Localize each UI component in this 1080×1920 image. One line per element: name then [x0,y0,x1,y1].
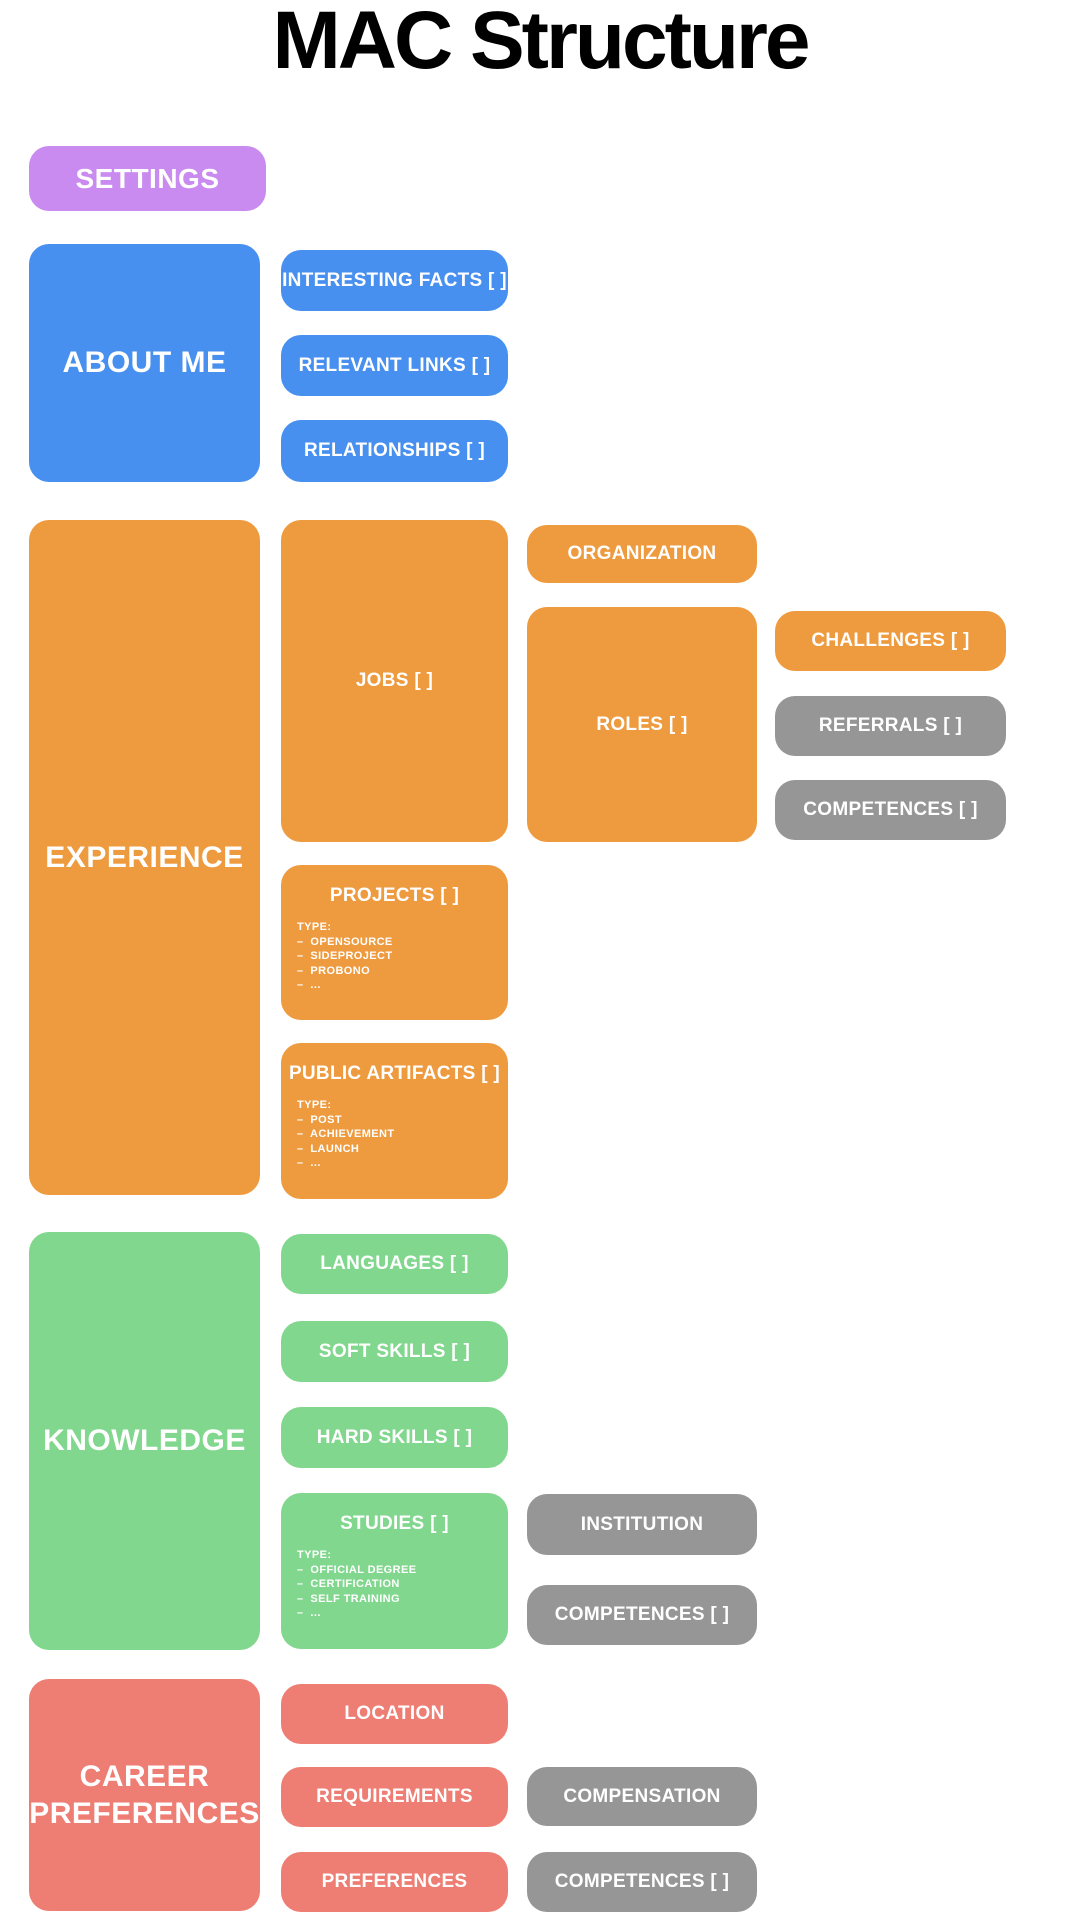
type-heading: TYPE: [297,921,332,933]
type-heading: TYPE: [297,1099,332,1111]
requirements-competences-block: COMPETENCES [ ] [527,1852,757,1912]
knowledge-block: KNOWLEDGE [29,1232,260,1650]
type-item: – CERTIFICATION [297,1578,400,1590]
type-item: – OFFICIAL DEGREE [297,1563,417,1576]
jobs-block: JOBS [ ] [281,520,508,842]
location-block: LOCATION [281,1684,508,1744]
compensation-block: COMPENSATION [527,1767,757,1826]
roles-competences-block: COMPETENCES [ ] [775,780,1006,840]
studies-competences-block: COMPETENCES [ ] [527,1585,757,1645]
studies-label: STUDIES [ ] [340,1513,449,1534]
type-item: – ACHIEVEMENT [297,1128,395,1140]
hard-skills-block: HARD SKILLS [ ] [281,1407,508,1468]
public-artifacts-block: PUBLIC ARTIFACTS [ ] TYPE: – POST – ACHI… [281,1043,508,1199]
type-item: – SELF TRAINING [297,1592,400,1605]
challenges-block: CHALLENGES [ ] [775,611,1006,671]
requirements-block: REQUIREMENTS [281,1767,508,1827]
type-item: – ... [297,979,321,991]
studies-block: STUDIES [ ] TYPE: – OFFICIAL DEGREE – CE… [281,1493,508,1649]
soft-skills-block: SOFT SKILLS [ ] [281,1321,508,1382]
career-preferences-block: CAREER PREFERENCES [29,1679,260,1911]
settings-block: SETTINGS [29,146,266,211]
projects-block: PROJECTS [ ] TYPE: – OPENSOURCE – SIDEPR… [281,865,508,1020]
relationships-block: RELATIONSHIPS [ ] [281,420,508,482]
type-item: – OPENSOURCE [297,935,393,948]
roles-block: ROLES [ ] [527,607,757,842]
projects-type-list: TYPE: – OPENSOURCE – SIDEPROJECT – PROBO… [297,920,508,993]
projects-label: PROJECTS [ ] [329,885,460,906]
type-item: – ... [297,1607,321,1619]
type-heading: TYPE: [297,1549,332,1561]
interesting-facts-block: INTERESTING FACTS [ ] [281,250,508,311]
studies-type-list: TYPE: – OFFICIAL DEGREE – CERTIFICATION … [297,1548,508,1621]
relevant-links-block: RELEVANT LINKS [ ] [281,335,508,396]
about-me-block: ABOUT ME [29,244,260,482]
referrals-block: REFERRALS [ ] [775,696,1006,756]
preferences-block: PREFERENCES [281,1852,508,1912]
public-artifacts-type-list: TYPE: – POST – ACHIEVEMENT – LAUNCH – ..… [297,1098,508,1171]
languages-block: LANGUAGES [ ] [281,1234,508,1294]
experience-block: EXPERIENCE [29,520,260,1195]
type-item: – POST [297,1113,342,1126]
diagram-title: MAC Structure [272,0,810,86]
type-item: – SIDEPROJECT [297,950,393,962]
type-item: – ... [297,1157,321,1169]
type-item: – PROBONO [297,964,371,977]
public-artifacts-label: PUBLIC ARTIFACTS [ ] [288,1063,501,1084]
type-item: – LAUNCH [297,1142,360,1155]
organization-block: ORGANIZATION [527,525,757,583]
institution-block: INSTITUTION [527,1494,757,1555]
